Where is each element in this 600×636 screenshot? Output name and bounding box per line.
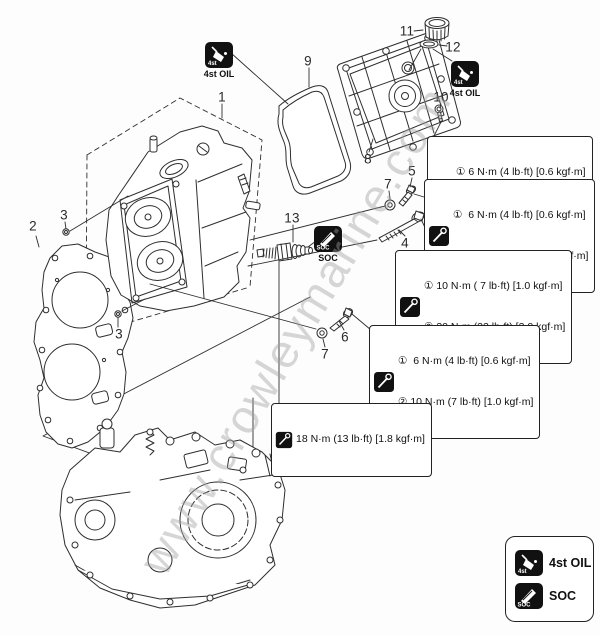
part-9-cover-gasket — [277, 85, 352, 195]
icon-caption: SOC — [318, 253, 338, 263]
part-2-head-gasket — [33, 243, 134, 449]
icon-caption: 4st OIL — [203, 69, 235, 79]
icon-badge: 4st — [518, 569, 527, 575]
callout-3b: 3 — [115, 326, 123, 342]
part-3-dowel-pins — [62, 228, 122, 318]
wrench-icon — [275, 431, 293, 448]
callout-11: 11 — [399, 23, 415, 39]
callout-4: 4 — [401, 235, 409, 251]
legend-oil-label: 4st OIL — [549, 555, 592, 570]
four-stroke-oil-icon: 4st — [205, 42, 233, 68]
icon-badge: SOC — [518, 602, 532, 608]
part-4-head-bolt — [378, 210, 425, 243]
part-6-bolt — [329, 307, 354, 332]
leader-lines — [35, 29, 453, 405]
wrench-icon — [374, 372, 394, 392]
torque-line: ② 10 N·m (7 lb·ft) [1.0 kgf·m] — [398, 395, 534, 408]
part-8-head-cover — [336, 31, 461, 159]
torque-line: 18 N·m (13 lb·ft) [1.8 kgf·m] — [296, 433, 425, 445]
icon-badge: SOC — [317, 246, 331, 252]
torque-line: ① 6 N·m (4 lb·ft) [0.6 kgf·m] — [456, 166, 586, 178]
icon-badge: 4st — [208, 61, 217, 67]
callout-13: 13 — [284, 210, 300, 226]
torque-box-spark-plug: 18 N·m (13 lb·ft) [1.8 kgf·m] — [271, 403, 432, 477]
wrench-icon — [429, 226, 449, 246]
part-12-o-ring — [419, 39, 439, 49]
engine-assembly-drawing — [59, 418, 286, 609]
part-10-bolt — [434, 104, 444, 122]
icon-caption: 4st OIL — [449, 88, 481, 98]
wrench-icon — [400, 297, 420, 317]
soc-marker: SOC SOC — [306, 226, 350, 263]
symbol-legend: 4st 4st OIL SOC SOC — [505, 536, 594, 622]
callout-9: 9 — [304, 53, 312, 69]
callout-3a: 3 — [60, 207, 68, 223]
four-stroke-oil-icon: 4st — [451, 61, 479, 87]
soc-icon: SOC — [515, 582, 543, 609]
callout-7a: 7 — [384, 176, 392, 192]
legend-soc-label: SOC — [549, 588, 577, 603]
four-stroke-oil-marker-right: 4st 4st OIL — [443, 61, 487, 98]
part-1-cylinder-block — [105, 125, 261, 312]
callout-5: 5 — [408, 163, 416, 179]
legend-row-oil: 4st 4st OIL — [515, 549, 593, 576]
torque-line: ① 6 N·m (4 lb·ft) [0.6 kgf·m] — [453, 209, 586, 221]
four-stroke-oil-icon: 4st — [515, 549, 543, 576]
assembly-bolts — [66, 428, 284, 606]
callout-7b: 7 — [321, 346, 329, 362]
block-studs — [149, 135, 261, 211]
part-7-washer-upper — [384, 199, 396, 211]
part-13-spark-plug — [256, 242, 313, 262]
part-11-oil-filler-cap — [424, 17, 450, 43]
legend-row-soc: SOC SOC — [515, 582, 593, 609]
torque-box-bolt6: ① 6 N·m (4 lb·ft) [0.6 kgf·m] ② 10 N·m (… — [369, 325, 541, 439]
part-5-bolt — [398, 184, 417, 207]
callout-1: 1 — [218, 89, 226, 105]
callout-2: 2 — [29, 218, 37, 234]
callout-6: 6 — [341, 329, 349, 345]
torque-line: ① 6 N·m (4 lb·ft) [0.6 kgf·m] — [398, 355, 531, 367]
icon-badge: 4st — [454, 80, 463, 86]
callout-8: 8 — [364, 151, 372, 167]
four-stroke-oil-marker-top: 4st 4st OIL — [197, 42, 241, 79]
soc-icon: SOC — [314, 226, 342, 252]
torque-line: ① 10 N·m ( 7 lb·ft) [1.0 kgf·m] — [424, 280, 563, 292]
callout-10: 10 — [433, 89, 449, 105]
callout-12: 12 — [445, 39, 461, 55]
part-7-washer-lower — [316, 327, 328, 339]
